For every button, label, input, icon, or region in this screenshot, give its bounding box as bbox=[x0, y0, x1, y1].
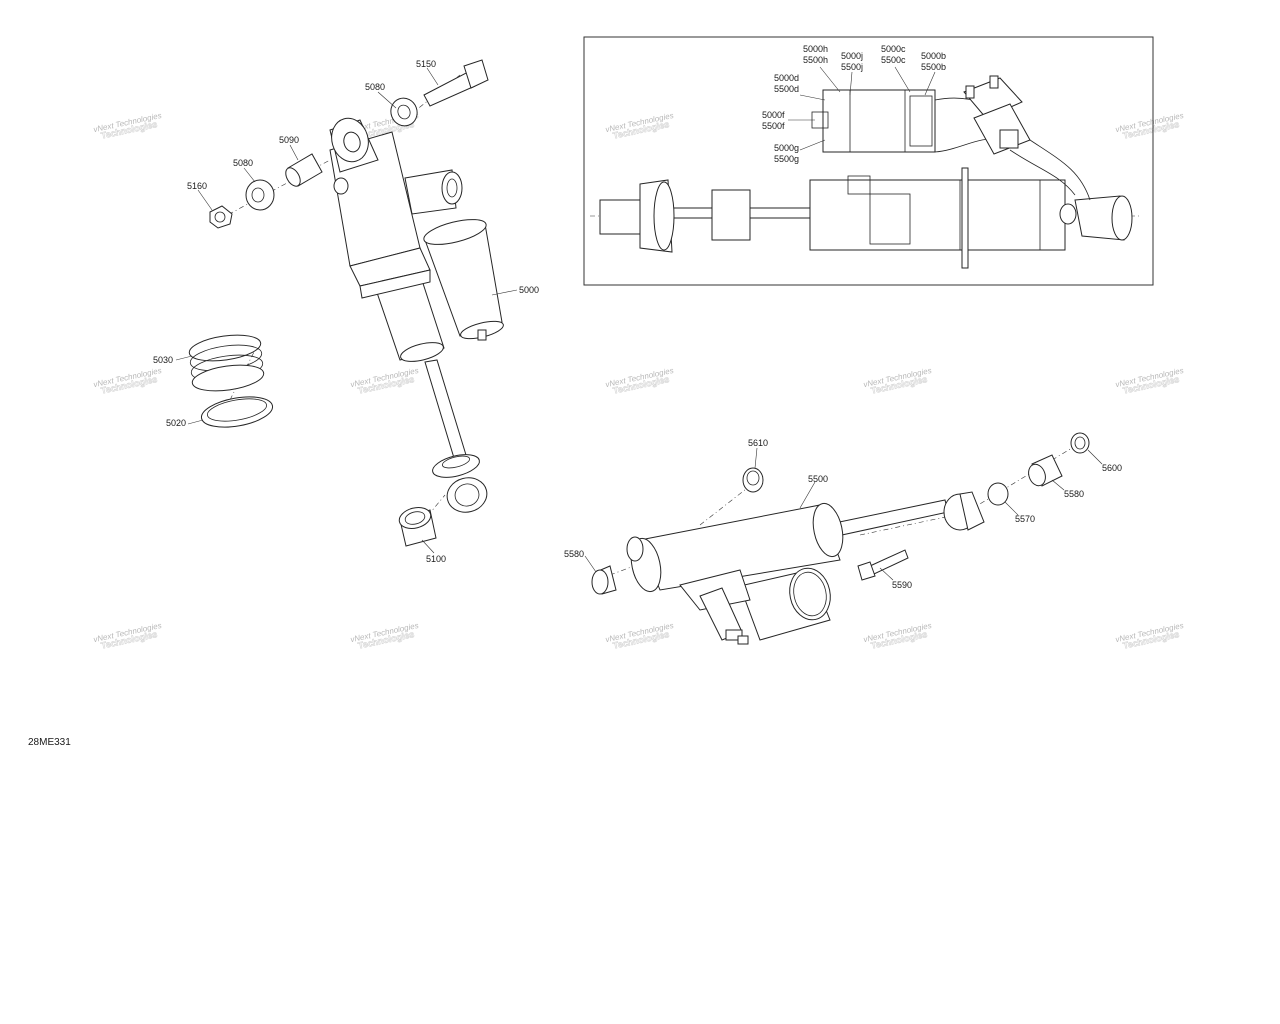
callout-5570: 5570 bbox=[1015, 514, 1035, 524]
inset-callout-5000j: 5000j bbox=[841, 51, 863, 61]
spring-5030 bbox=[188, 334, 265, 392]
callout-5160: 5160 bbox=[187, 181, 207, 191]
inset-callout-5500g: 5500g bbox=[774, 154, 799, 164]
callout-5150: 5150 bbox=[416, 59, 436, 69]
inset-callout-5500h: 5500h bbox=[803, 55, 828, 65]
callout-5030: 5030 bbox=[153, 355, 173, 365]
inset-callout-5500b: 5500b bbox=[921, 62, 946, 72]
callout-5580-left: 5580 bbox=[564, 549, 584, 559]
inset-callout-5000h: 5000h bbox=[803, 44, 828, 54]
figure-reference: 28ME331 bbox=[28, 737, 71, 748]
valve-block bbox=[963, 75, 1031, 155]
inset-callout-5500d: 5500d bbox=[774, 84, 799, 94]
spacer-5580-left bbox=[591, 565, 617, 595]
callout-5600: 5600 bbox=[1102, 463, 1122, 473]
inset-callout-5000g: 5000g bbox=[774, 143, 799, 153]
bolt-5590 bbox=[857, 549, 909, 581]
callout-5000: 5000 bbox=[519, 285, 539, 295]
callout-5100: 5100 bbox=[426, 554, 446, 564]
inset-callout-5000b: 5000b bbox=[921, 51, 946, 61]
callout-5590: 5590 bbox=[892, 580, 912, 590]
nut-5160 bbox=[209, 205, 233, 229]
inset-callout-5500j: 5500j bbox=[841, 62, 863, 72]
eye-bushing-5570 bbox=[943, 482, 1009, 531]
callout-5080-top: 5080 bbox=[365, 82, 385, 92]
inset-callout-5000d: 5000d bbox=[774, 73, 799, 83]
spacer-5090 bbox=[285, 153, 323, 187]
callout-leaders bbox=[175, 67, 1103, 581]
bushing-5080-top bbox=[390, 97, 418, 127]
shock-absorber-5500 bbox=[626, 499, 949, 645]
inset-callout-labels: 5000h 5500h 5000j 5500j 5000c 5500c 5000… bbox=[762, 44, 946, 164]
spacer-5580-right bbox=[1028, 454, 1063, 487]
callout-5090: 5090 bbox=[279, 135, 299, 145]
inset-callout-5000f: 5000f bbox=[762, 110, 785, 120]
callout-labels: 5150 5080 5090 5080 5160 5000 5030 5020 … bbox=[153, 59, 1122, 590]
callout-5020: 5020 bbox=[166, 418, 186, 428]
callout-5580-right: 5580 bbox=[1064, 489, 1084, 499]
ring-5020 bbox=[200, 396, 274, 428]
bolt-5150 bbox=[423, 59, 489, 107]
shock-absorber-5000 bbox=[329, 117, 504, 513]
bushing-5100 bbox=[398, 507, 437, 547]
inset-callout-5500c: 5500c bbox=[881, 55, 906, 65]
inset-callout-5500f: 5500f bbox=[762, 121, 785, 131]
bushing-5080-left bbox=[245, 179, 275, 211]
callout-5500: 5500 bbox=[808, 474, 828, 484]
callout-5080-left: 5080 bbox=[233, 158, 253, 168]
callout-5610: 5610 bbox=[748, 438, 768, 448]
bushing-5610 bbox=[742, 467, 764, 493]
bushing-5600 bbox=[1070, 432, 1090, 454]
inset-callout-5000c: 5000c bbox=[881, 44, 906, 54]
section-detail-inset bbox=[583, 36, 1154, 286]
